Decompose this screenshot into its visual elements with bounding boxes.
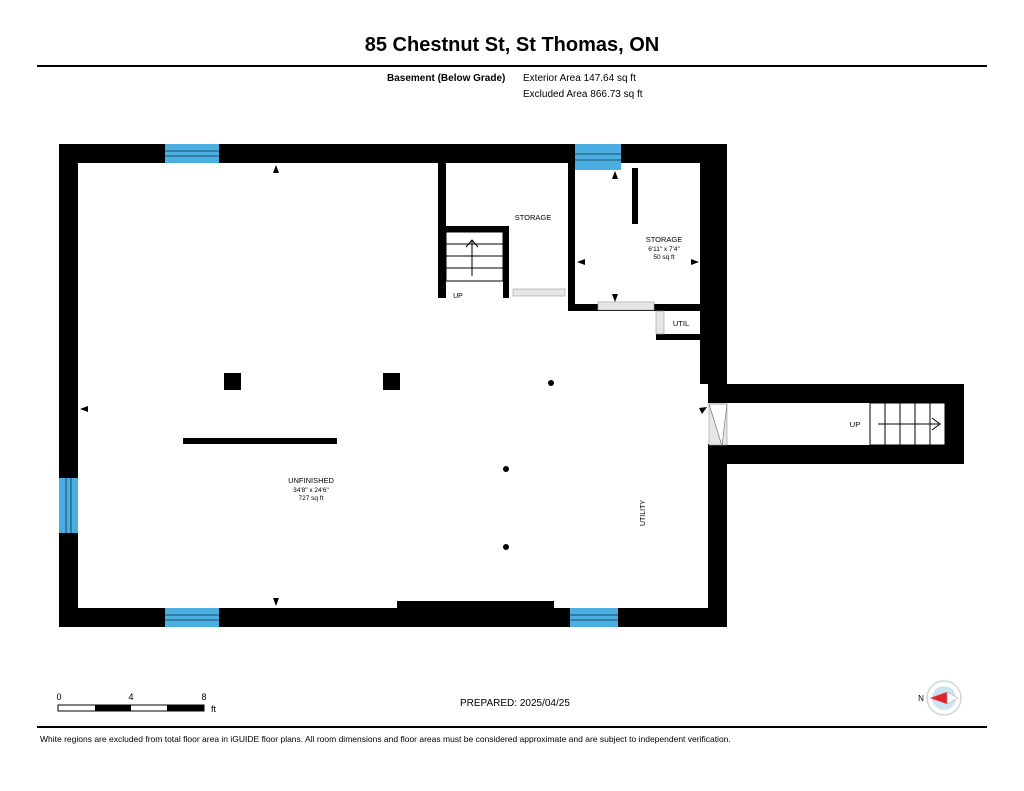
disclaimer: White regions are excluded from total fl… — [40, 734, 731, 744]
footer-rule — [37, 726, 987, 728]
unfinished-area: 727 sq ft — [299, 495, 324, 502]
stairs-outer — [869, 402, 946, 446]
interior-walls — [183, 162, 708, 550]
windows — [59, 144, 621, 627]
window-bottom-left — [165, 608, 219, 627]
unfinished-label: UNFINISHED — [288, 476, 334, 485]
stairs-outer-label: UP — [850, 420, 860, 429]
window-top-right — [575, 144, 621, 170]
util-label: UTIL — [673, 319, 689, 328]
stairs-inner-label: UP — [453, 293, 463, 300]
storage-right-label: STORAGE — [646, 235, 683, 244]
compass-north-label: N — [918, 694, 924, 703]
level-label: Basement (Below Grade) — [387, 73, 506, 84]
scale-label-0: 0 — [56, 692, 61, 702]
storage-right-dims: 6'11" x 7'4" — [648, 246, 680, 253]
window-bottom-right — [570, 608, 618, 627]
scale-bar: 0 4 8 ft — [56, 692, 216, 714]
exterior-walls — [59, 144, 964, 627]
unfinished-dims: 34'8" x 24'6" — [293, 487, 329, 494]
prepared-date: PREPARED: 2025/04/25 — [460, 698, 570, 709]
window-top-left — [165, 144, 219, 163]
scale-label-4: 4 — [128, 692, 133, 702]
header-rule — [37, 65, 987, 67]
plan-title: 85 Chestnut St, St Thomas, ON — [364, 34, 660, 56]
scale-label-8: 8 — [201, 692, 206, 702]
dimension-arrows — [80, 165, 707, 606]
storage-left-label: STORAGE — [515, 213, 552, 222]
window-left — [59, 478, 78, 533]
utility-label: UTILITY — [640, 500, 647, 526]
exterior-area: Exterior Area 147.64 sq ft — [523, 73, 636, 84]
scale-unit: ft — [211, 704, 217, 714]
doors — [512, 288, 728, 447]
stairs-inner — [445, 231, 504, 282]
excluded-area: Excluded Area 866.73 sq ft — [523, 89, 643, 100]
compass-icon: N — [918, 680, 962, 716]
storage-right-area: 50 sq ft — [653, 254, 675, 261]
